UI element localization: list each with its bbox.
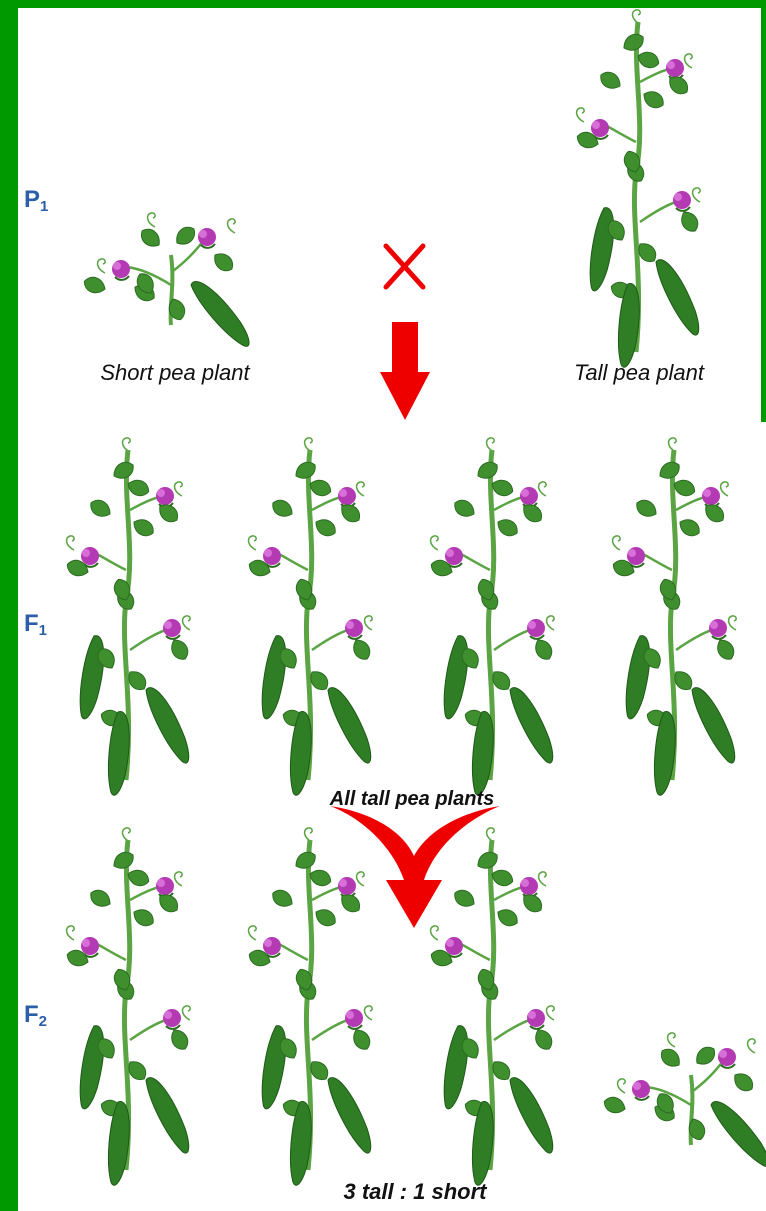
caption-short-parent: Short pea plant bbox=[80, 360, 270, 386]
curved-merge-arrow bbox=[330, 806, 500, 928]
cross-symbol bbox=[386, 246, 423, 287]
down-arrow bbox=[380, 322, 430, 420]
caption-tall-parent: Tall pea plant bbox=[556, 360, 722, 386]
caption-f1-result: All tall pea plants bbox=[300, 788, 524, 811]
caption-f2-ratio: 3 tall : 1 short bbox=[320, 1179, 510, 1205]
